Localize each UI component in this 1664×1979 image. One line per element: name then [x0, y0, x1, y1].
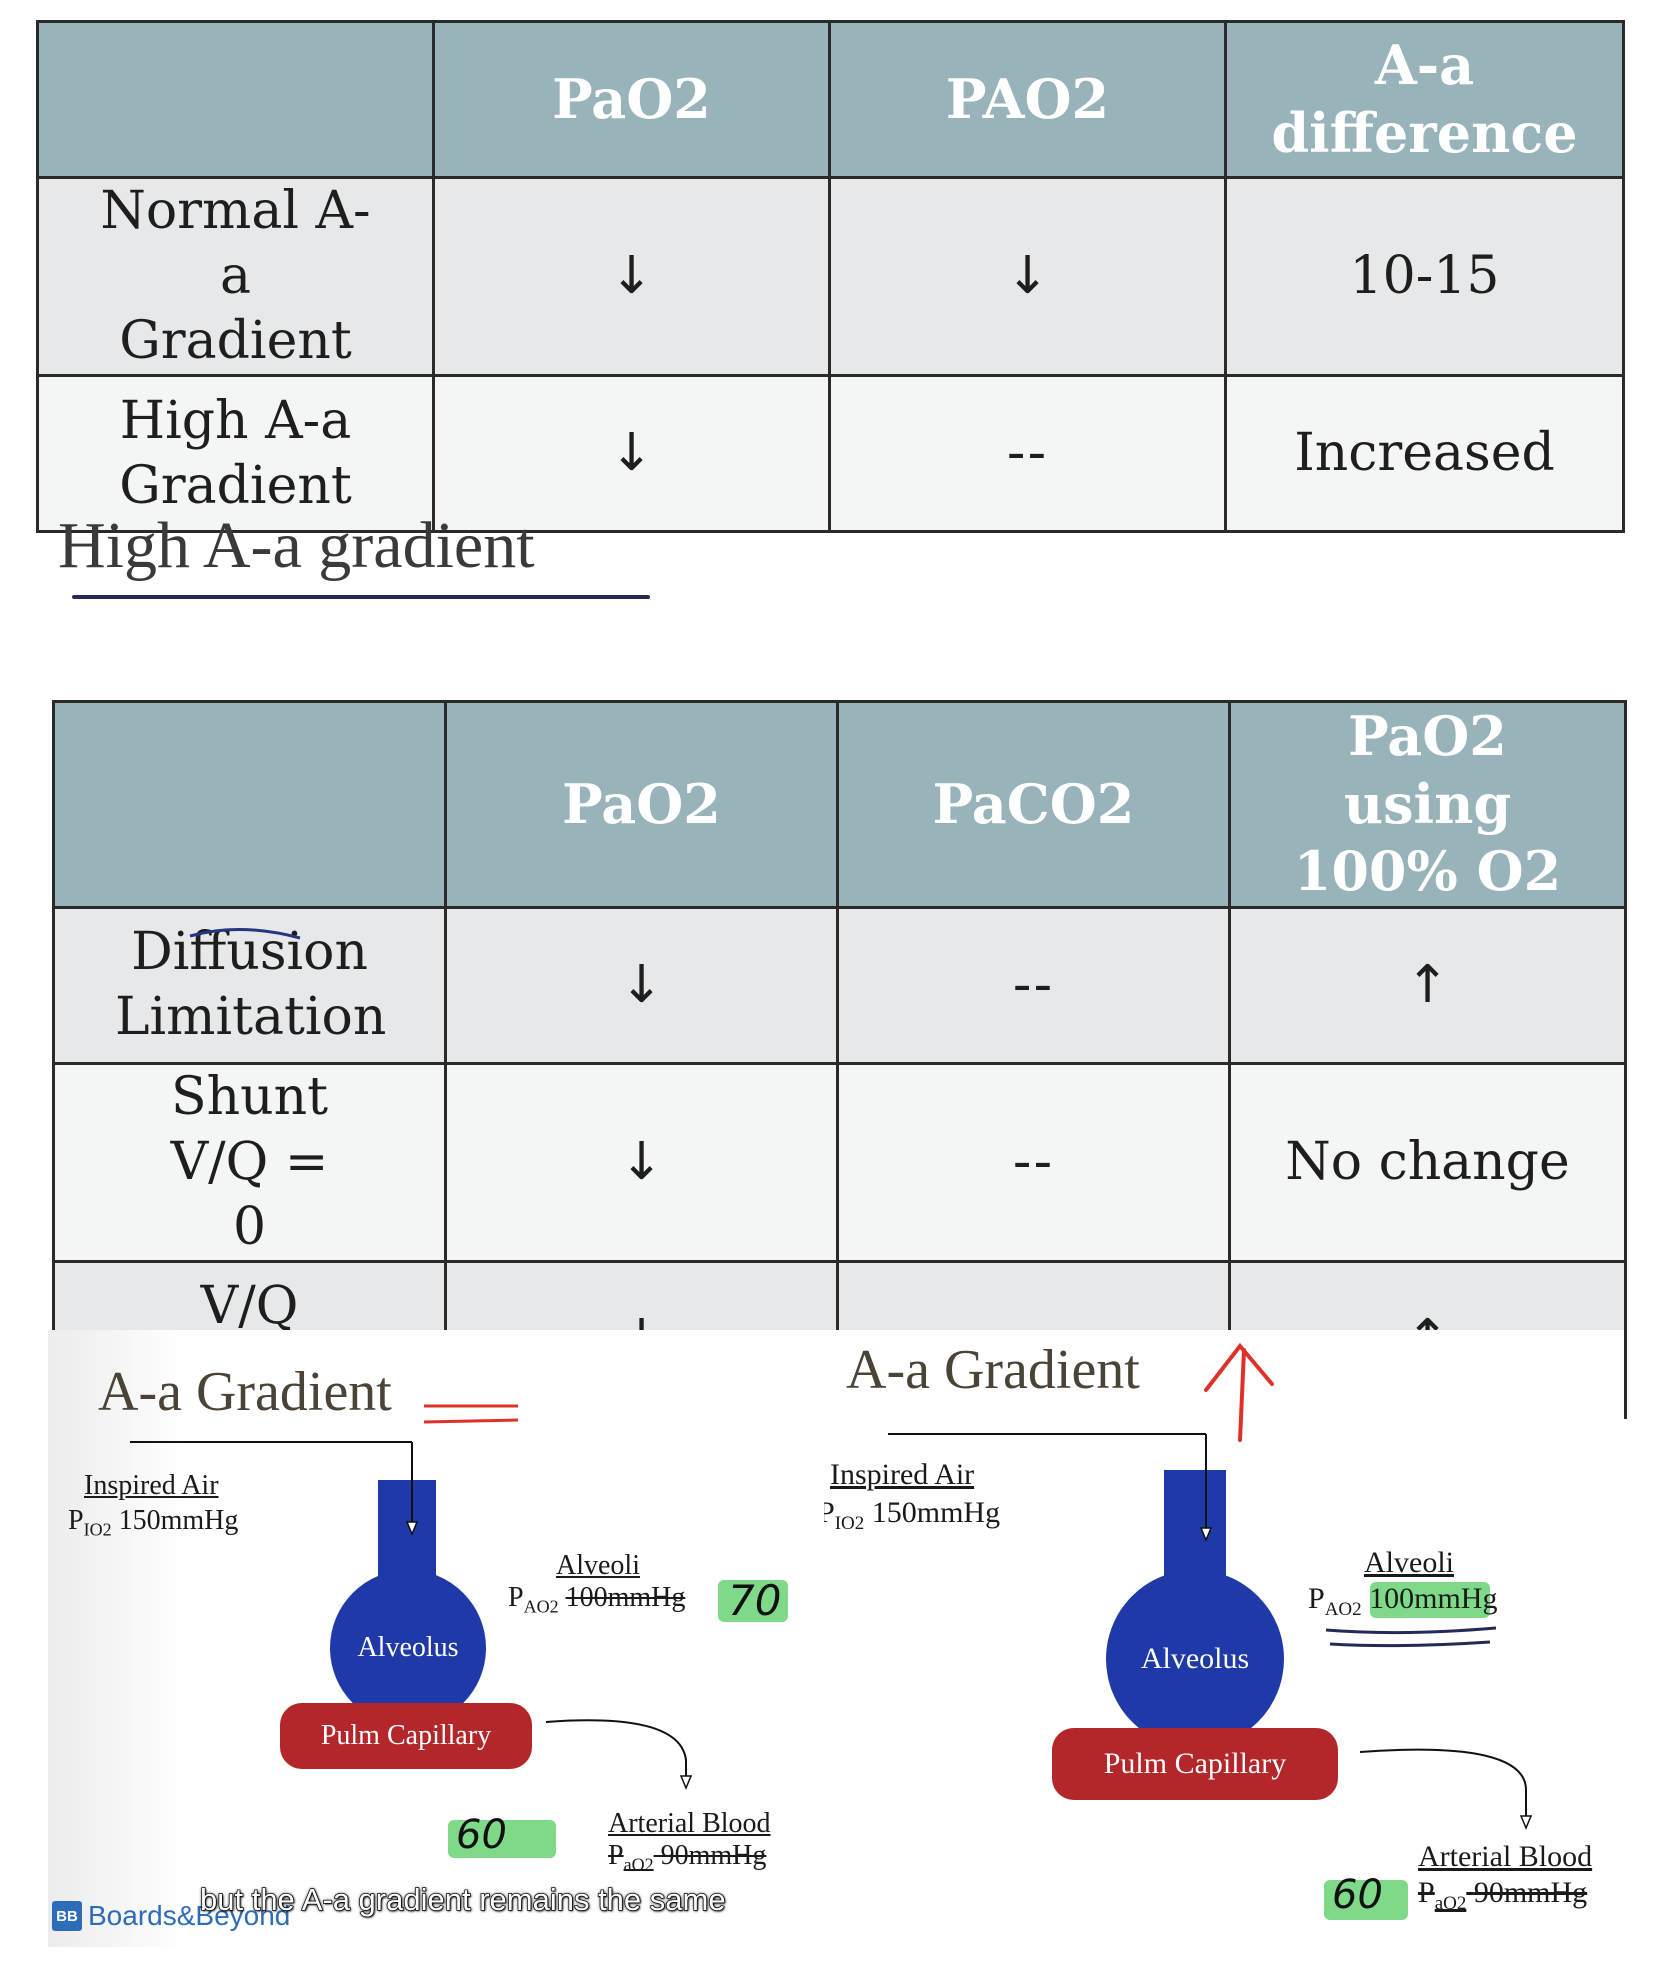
arterial-blood-label: Arterial Blood — [1418, 1840, 1593, 1873]
table-row: High A-a Gradient ↓ -- Increased — [36, 374, 1625, 533]
green-highlight — [448, 1820, 556, 1858]
header-cell: A-a difference — [1224, 20, 1625, 179]
row-label: Normal A-a Gradient — [36, 176, 435, 377]
table-cell: ↓ — [432, 374, 831, 533]
row-label: High A-a Gradient — [36, 374, 435, 533]
brand-name: Boards&Beyond — [88, 1900, 291, 1931]
header-cell: PaO2 using 100% O2 — [1228, 700, 1627, 909]
row-label: Shunt V/Q = 0 — [52, 1061, 447, 1263]
table-cell: -- — [828, 374, 1227, 533]
handwritten-60: 60 — [456, 1812, 507, 1858]
pao2-alv-sub: AO2 — [1324, 1599, 1362, 1620]
pao2-alv-number: 100mmHg — [565, 1582, 686, 1613]
pio2-number: 150mmHg — [871, 1496, 1001, 1529]
alveolus-shape: Alveolus — [1106, 1570, 1284, 1748]
brand-logo: BB Boards&Beyond — [52, 1900, 290, 1932]
table-cell: ↓ — [444, 1061, 839, 1263]
pao2-art-number: 90mmHg — [1473, 1876, 1588, 1909]
pao2-alveoli-value: PAO2 100mmHg — [1308, 1582, 1498, 1620]
pio2-sub: IO2 — [834, 1513, 865, 1534]
pio2-sub: IO2 — [83, 1519, 112, 1540]
header-cell: PaO2 — [444, 700, 839, 909]
handwritten-60: 60 — [1332, 1872, 1383, 1918]
alveolus-shape: Alveolus — [330, 1570, 486, 1726]
pio2-value: PIO2 150mmHg — [68, 1505, 239, 1540]
table-cell: No change — [1228, 1061, 1627, 1263]
pulm-capillary-shape: Pulm Capillary — [280, 1703, 532, 1769]
inspired-air-label: Inspired Air — [830, 1458, 975, 1491]
pao2-arterial-value: PaO2 90mmHg — [608, 1840, 767, 1875]
table-row: Shunt V/Q = 0 ↓ -- No change — [52, 1061, 1627, 1263]
header-cell: PaCO2 — [836, 700, 1231, 909]
pio2-value: PIO2 150mmHg — [824, 1496, 1001, 1534]
header-cell — [52, 700, 447, 909]
pulm-capillary-shape: Pulm Capillary — [1052, 1728, 1338, 1800]
comparison-table-1: PaO2 PAO2 A-a difference Normal A-a Grad… — [36, 20, 1625, 533]
inspired-air-label: Inspired Air — [84, 1470, 219, 1501]
pio2-number: 150mmHg — [118, 1505, 239, 1536]
slide-title: A-a Gradient — [846, 1339, 1140, 1401]
brand-mark-icon: BB — [52, 1901, 82, 1931]
table-header-row: PaO2 PAO2 A-a difference — [36, 20, 1625, 179]
table-row: Normal A-a Gradient ↓ ↓ 10-15 — [36, 176, 1625, 377]
table-cell: ↓ — [432, 176, 831, 377]
subtitle-caption: but the A-a gradient remains the same — [199, 1881, 726, 1918]
table-cell: -- — [836, 1061, 1231, 1263]
comparison-table-2: PaO2 PaCO2 PaO2 using 100% O2 Diffusion … — [52, 700, 1627, 1419]
header-cell: PaO2 — [432, 20, 831, 179]
row-label: Diffusion Limitation — [52, 905, 447, 1065]
pao2-alveoli-value: PAO2 100mmHg — [508, 1582, 686, 1617]
pao2-arterial-value: PaO2 90mmHg — [1418, 1876, 1588, 1914]
title-underline — [72, 595, 650, 599]
table-cell: Increased — [1224, 374, 1625, 533]
table-row: Diffusion Limitation ↓ -- ↑ — [52, 905, 1627, 1065]
handwritten-70: 70 — [728, 1576, 782, 1625]
slide-panel-left: A-a Gradient Inspired Air PIO2 150mmHg A… — [48, 1330, 824, 1947]
pao2-art-sub: aO2 — [1434, 1893, 1467, 1914]
header-cell: PAO2 — [828, 20, 1227, 179]
table-cell: 10-15 — [1224, 176, 1625, 377]
green-highlight — [1370, 1582, 1490, 1618]
slide-panel-right: A-a Gradient Inspired Air PIO2 150mmHg A… — [824, 1330, 1624, 1947]
section-title: High A-a gradient — [58, 509, 535, 582]
alveoli-label: Alveoli — [1364, 1546, 1454, 1579]
pao2-alv-sub: AO2 — [523, 1596, 559, 1617]
slide-title: A-a Gradient — [98, 1361, 392, 1423]
alveoli-label: Alveoli — [556, 1550, 640, 1581]
table-cell: -- — [836, 905, 1231, 1065]
table-header-row: PaO2 PaCO2 PaO2 using 100% O2 — [52, 700, 1627, 909]
pao2-art-number: 90mmHg — [660, 1840, 767, 1871]
arterial-blood-label: Arterial Blood — [608, 1808, 771, 1839]
green-highlight — [718, 1580, 788, 1622]
header-cell — [36, 20, 435, 179]
green-highlight — [1324, 1880, 1408, 1920]
table-cell: ↑ — [1228, 905, 1627, 1065]
pao2-art-sub: aO2 — [623, 1854, 654, 1875]
table-cell: ↓ — [828, 176, 1227, 377]
table-cell: ↓ — [444, 905, 839, 1065]
pao2-alv-number: 100mmHg — [1369, 1582, 1498, 1615]
